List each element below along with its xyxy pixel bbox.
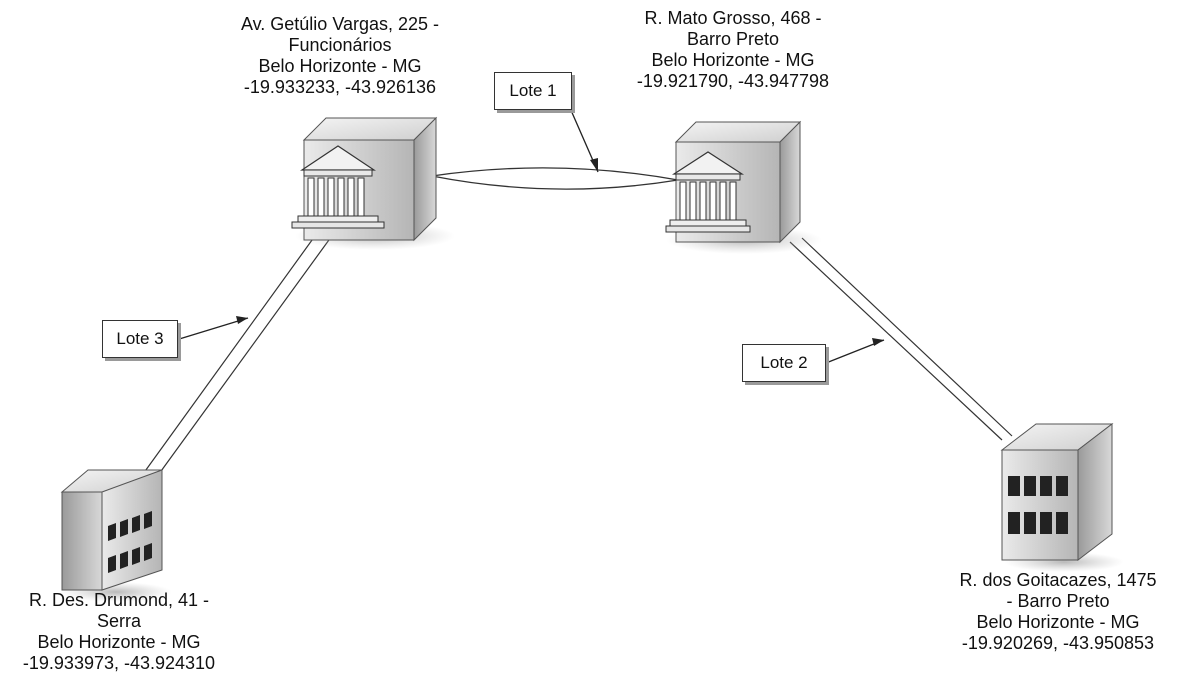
node-label-drumond: R. Des. Drumond, 41 - Serra Belo Horizon… (0, 590, 238, 674)
node-label-goitacazes: R. dos Goitacazes, 1475 - Barro Preto Be… (938, 570, 1178, 654)
node-label-getulio: Av. Getúlio Vargas, 225 - Funcionários B… (205, 14, 475, 98)
callout-arrow-lote-1 (569, 107, 599, 173)
address-line: Belo Horizonte - MG (258, 56, 422, 76)
link-lote-1 (431, 167, 679, 190)
address-line: Funcionários (288, 35, 392, 55)
address-line: R. Mato Grosso, 468 - (644, 8, 822, 28)
lote-1-label: Lote 1 (494, 72, 572, 110)
address-line: Belo Horizonte - MG (651, 50, 815, 70)
callout-arrow-lote-2 (825, 338, 885, 364)
coordinates: -19.921790, -43.947798 (636, 71, 830, 91)
link-lote-2 (789, 237, 1013, 441)
office-building-icon (60, 469, 172, 602)
address-line: R. dos Goitacazes, 1475 (959, 570, 1157, 590)
address-line: Av. Getúlio Vargas, 225 - (240, 14, 440, 34)
address-line: R. Des. Drumond, 41 - (28, 590, 210, 610)
link-lote-3 (142, 228, 335, 479)
bank-server-icon (665, 120, 822, 254)
address-line: Barro Preto (686, 29, 780, 49)
coordinates: -19.933233, -43.926136 (243, 77, 437, 97)
address-line: Belo Horizonte - MG (976, 612, 1140, 632)
coordinates: -19.933973, -43.924310 (22, 653, 216, 673)
address-line: Serra (96, 611, 141, 631)
lote-2-label: Lote 2 (742, 344, 826, 382)
node-label-mato-grosso: R. Mato Grosso, 468 - Barro Preto Belo H… (598, 8, 868, 92)
address-line: - Barro Preto (1006, 591, 1110, 611)
callout-arrow-lote-3 (175, 316, 249, 341)
bank-server-icon (291, 116, 455, 250)
lote-3-label: Lote 3 (102, 320, 178, 358)
coordinates: -19.920269, -43.950853 (961, 633, 1155, 653)
address-line: Belo Horizonte - MG (37, 632, 201, 652)
office-building-icon (1000, 422, 1124, 572)
